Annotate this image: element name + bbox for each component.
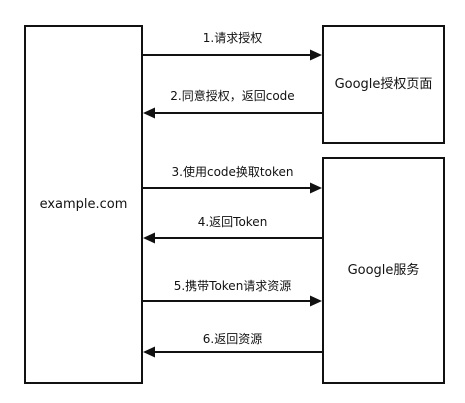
message-5-label: 5.携带Token请求资源 [173,279,292,293]
message-2-label: 2.同意授权，返回code [170,89,295,103]
message-1-label: 1.请求授权 [202,31,263,45]
auth-page-box: Google授权页面 [322,25,445,144]
arrow-2-head [143,107,155,119]
arrow-5-head [310,295,322,307]
message-3-label: 3.使用code换取token [171,165,294,179]
client-label: example.com [39,197,128,212]
arrow-1-head [310,49,322,61]
arrow-3-head [310,182,322,194]
message-4-label: 4.返回Token [197,215,268,229]
service-box: Google服务 [322,157,445,384]
service-label: Google服务 [347,263,420,278]
arrow-4-head [143,232,155,244]
message-6-label: 6.返回资源 [202,332,263,346]
arrow-6-head [143,346,155,358]
client-box: example.com [24,25,143,384]
auth-page-label: Google授权页面 [334,77,433,92]
